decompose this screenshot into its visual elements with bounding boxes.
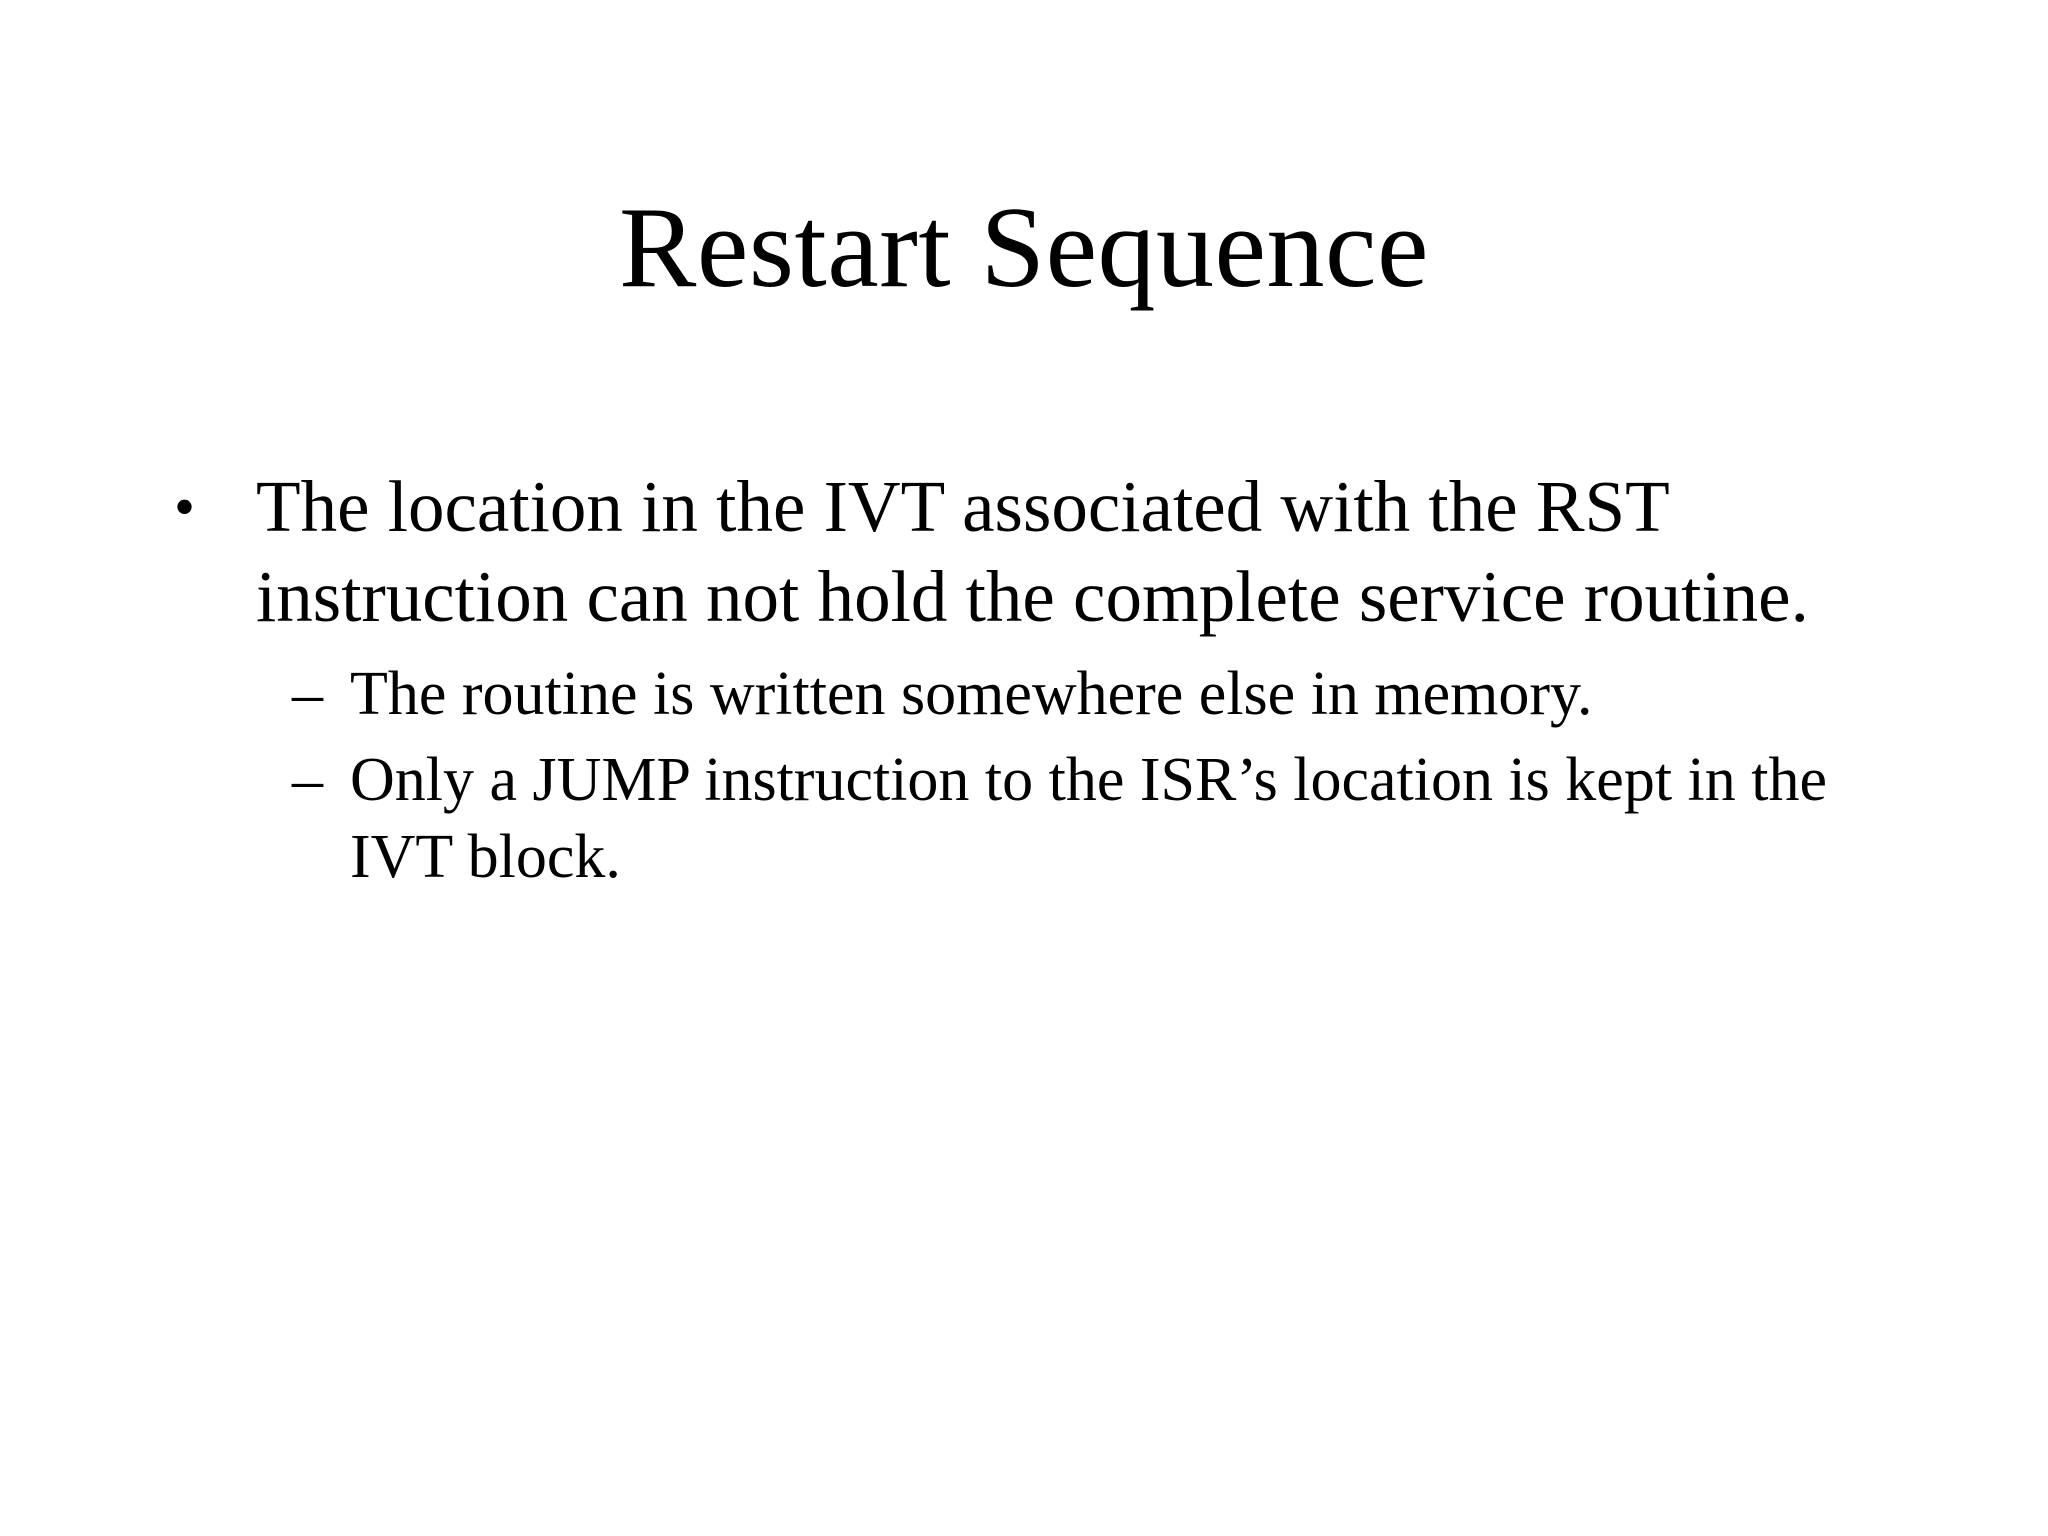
slide-title-placeholder: Restart Sequence xyxy=(0,184,2048,312)
bullet-dot-icon: • xyxy=(174,474,196,540)
list-item: • The location in the IVT associated wit… xyxy=(168,462,1928,896)
bullet-dash-icon: – xyxy=(292,659,323,728)
list-item: – The routine is written somewhere else … xyxy=(292,656,1928,733)
sub-bullet-text: The routine is written somewhere else in… xyxy=(350,659,1593,728)
page-title: Restart Sequence xyxy=(618,184,1430,312)
bullet-dash-icon: – xyxy=(292,746,323,815)
list-item: – Only a JUMP instruction to the ISR’s l… xyxy=(292,742,1928,896)
sub-bullet-text: Only a JUMP instruction to the ISR’s loc… xyxy=(350,746,1828,892)
bullet-list-level2: – The routine is written somewhere else … xyxy=(256,656,1928,897)
bullet-text: The location in the IVT associated with … xyxy=(256,466,1809,637)
slide-body-placeholder: • The location in the IVT associated wit… xyxy=(168,462,1928,906)
bullet-list-level1: • The location in the IVT associated wit… xyxy=(168,462,1928,896)
